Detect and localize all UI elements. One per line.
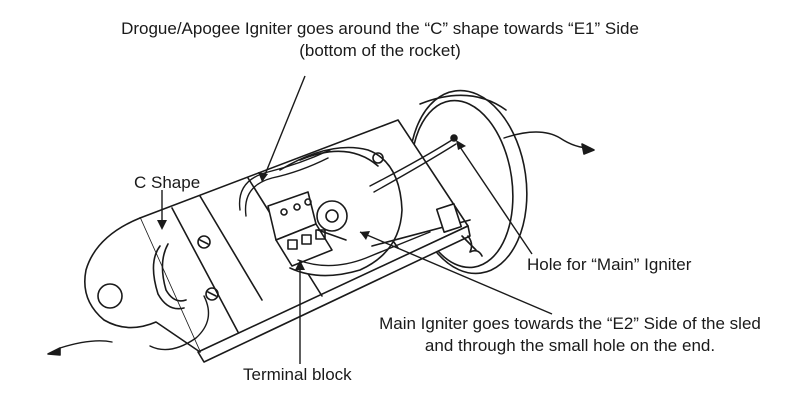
- drogue-igniter-label: Drogue/Apogee Igniter goes around the “C…: [0, 18, 760, 62]
- main-igniter-line-1: Main Igniter goes towards the “E2” Side …: [379, 314, 761, 333]
- leader-arrowheads: [157, 140, 466, 270]
- main-igniter-label: Main Igniter goes towards the “E2” Side …: [360, 313, 780, 357]
- main-igniter-line-2: and through the small hole on the end.: [424, 336, 716, 355]
- wires: [59, 131, 591, 351]
- screws: [197, 152, 384, 301]
- drogue-igniter-line-1: Drogue/Apogee Igniter goes around the “C…: [121, 19, 639, 38]
- terminal-block-part: [267, 191, 333, 267]
- round-component: [316, 200, 348, 241]
- terminal-block-label: Terminal block: [243, 365, 352, 384]
- drogue-igniter-line-2: (bottom of the rocket): [299, 41, 461, 60]
- switch-block: [435, 203, 483, 257]
- c-shape-bracket: [152, 243, 187, 310]
- c-shape-label: C Shape: [134, 173, 201, 192]
- main-hole-label: Hole for “Main” Igniter: [527, 255, 692, 274]
- leader-lines: [161, 75, 553, 364]
